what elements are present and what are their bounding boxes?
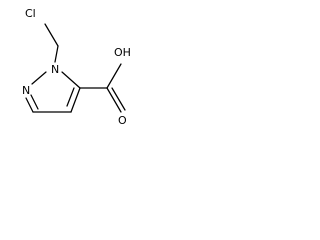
bond-cooh-o-double-inner [111,87,126,111]
bond-n1-n2 [31,71,47,85]
chlorine-label: Cl [25,7,36,20]
bond-c4-c5 [70,87,81,113]
ring-nitrogen-2-label: N [22,84,30,97]
bond-cooh-o-double [106,87,122,113]
bond-n2-c3-double [30,94,39,110]
bond-cooh-oh [106,63,122,89]
bond-n2-c3-double-inner [25,97,34,113]
bond-c5-n1 [61,71,81,89]
carbonyl-oxygen-label: O [118,114,127,127]
structure-diagram: Cl N N OH O [22,7,131,127]
bond-n1-ch2 [54,45,59,63]
ring-nitrogen-1-label: N [51,63,59,76]
bond-c4-c5-double-inner [66,87,75,107]
bond-ch2-cl [44,23,59,47]
hydroxyl-label: OH [114,46,131,59]
